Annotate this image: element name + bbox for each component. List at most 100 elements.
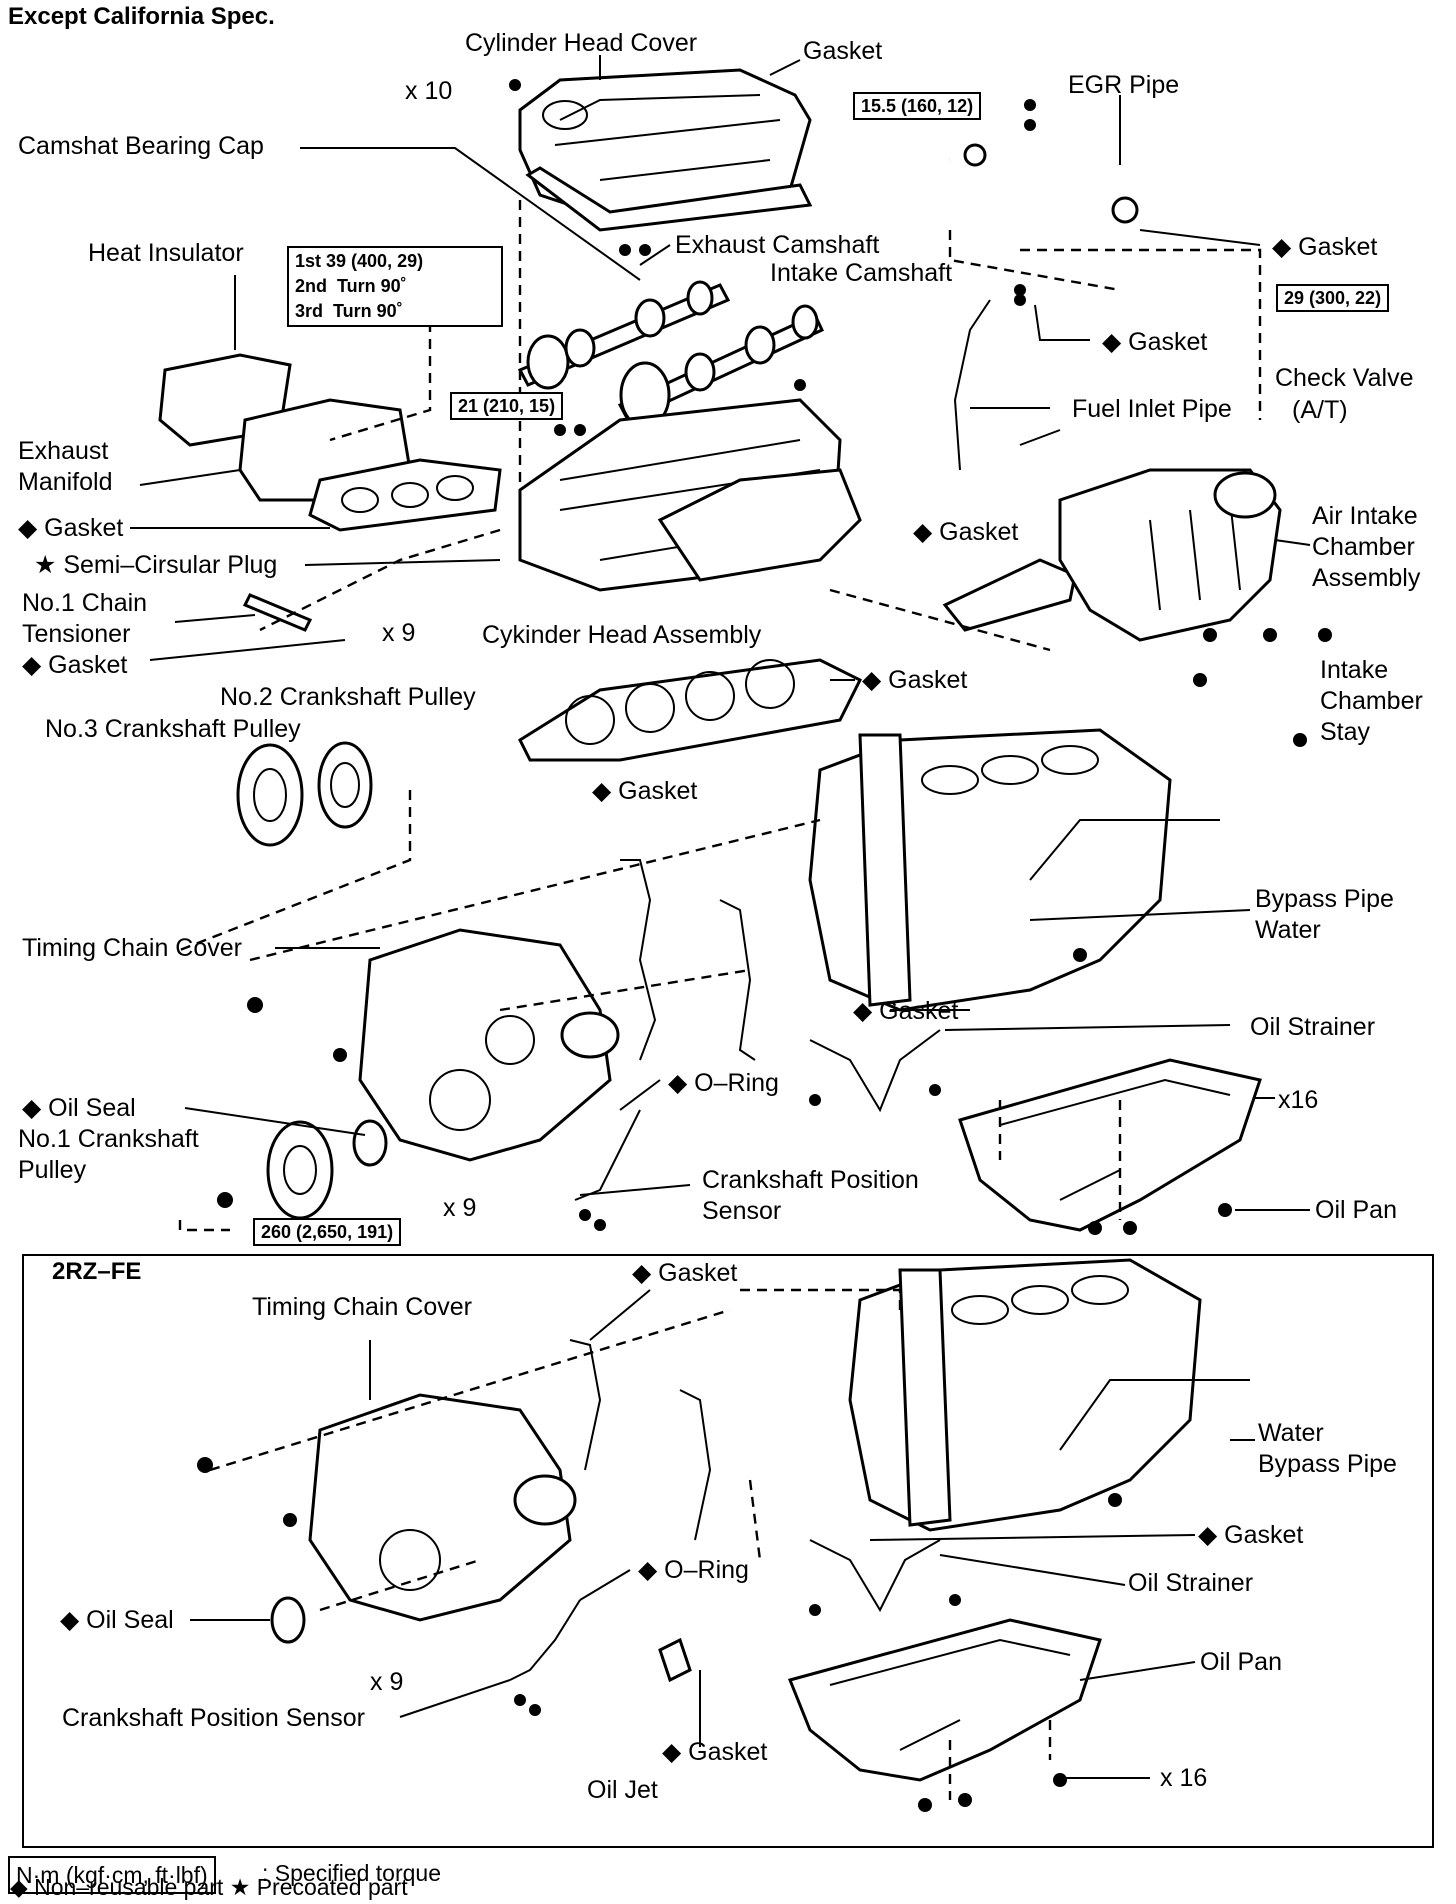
assembly-dashed-lines	[178, 200, 1262, 1800]
torque-head-bolt-3: 3rd Turn 90˚	[295, 301, 403, 321]
torque-fuel-pipe: 29 (300, 22)	[1276, 284, 1390, 312]
label-2rz-o-ring: ◆ O–Ring	[638, 1556, 749, 1584]
crank-sensor-drawing	[574, 1109, 641, 1201]
label-2rz-oil-strainer: Oil Strainer	[1128, 1569, 1254, 1597]
torque-head-bolt: 1st 39 (400, 29) 2nd Turn 90˚ 3rd Turn 90˚	[287, 246, 503, 327]
torque-head-bolt-2: 2nd Turn 90˚	[295, 276, 407, 296]
label-gasket-cover: ◆ Gasket	[592, 777, 698, 805]
label-check-valve-1: Check Valve	[1275, 364, 1414, 392]
oil-seal-drawing	[352, 1119, 388, 1167]
label-air-intake-2: Chamber	[1312, 533, 1415, 561]
label-gasket-egr: ◆ Gasket	[1272, 233, 1378, 261]
label-intake-stay-2: Chamber	[1320, 687, 1423, 715]
label-oil-strainer: Oil Strainer	[1250, 1013, 1376, 1041]
label-gasket-intake: ◆ Gasket	[913, 518, 1019, 546]
label-timing-chain-cover: Timing Chain Cover	[22, 934, 242, 962]
2rz-oil-jet-drawing	[658, 1637, 692, 1683]
label-2rz-gasket-cover: ◆ Gasket	[632, 1259, 738, 1287]
label-intake-camshaft: Intake Camshaft	[770, 259, 953, 287]
label-oil-seal: ◆ Oil Seal	[22, 1094, 136, 1122]
label-no1-crank-pulley-1: No.1 Crankshaft	[18, 1125, 199, 1153]
label-exhaust-manifold-2: Manifold	[18, 468, 113, 496]
label-gasket-head: ◆ Gasket	[862, 666, 968, 694]
label-check-valve-2: (A/T)	[1292, 396, 1348, 424]
label-gasket-exhaust: ◆ Gasket	[18, 514, 124, 542]
label-x9-head: x 9	[382, 619, 416, 647]
label-x16: x16	[1278, 1086, 1319, 1114]
label-gasket-fuel: ◆ Gasket	[1102, 328, 1208, 356]
label-oil-pan: Oil Pan	[1315, 1196, 1397, 1224]
label-exhaust-manifold-1: Exhaust	[18, 437, 109, 465]
label-2rz-timing-chain-cover: Timing Chain Cover	[252, 1293, 472, 1321]
label-2rz-crank-sensor: Crankshaft Position Sensor	[62, 1704, 365, 1732]
section-2rz-fe	[22, 1254, 1434, 1848]
label-heat-insulator: Heat Insulator	[88, 239, 244, 267]
label-gasket-tensioner: ◆ Gasket	[22, 651, 128, 679]
label-exhaust-camshaft: Exhaust Camshaft	[675, 231, 880, 259]
cylinder-head-assembly-drawing	[518, 398, 862, 592]
label-camshaft-bearing-cap: Camshat Bearing Cap	[18, 132, 264, 160]
torque-crank-pulley: 260 (2,650, 191)	[253, 1218, 402, 1246]
label-2rz-water-bypass-2: Bypass Pipe	[1258, 1450, 1397, 1478]
legend-torque-units: N·m (kgf·cm, ft·lbf)	[8, 1856, 216, 1894]
camshafts-drawing	[517, 280, 824, 429]
label-fuel-inlet-pipe: Fuel Inlet Pipe	[1072, 395, 1232, 423]
label-no3-crank-pulley: No.3 Crankshaft Pulley	[45, 715, 301, 743]
label-air-intake-1: Air Intake	[1312, 502, 1418, 530]
torque-camshaft-cap: 21 (210, 15)	[450, 392, 564, 420]
intake-gasket-drawing	[942, 558, 1077, 632]
label-2rz-gasket-strainer: ◆ Gasket	[1198, 1521, 1304, 1549]
fuel-inlet-pipe-drawing	[953, 299, 991, 471]
label-bypass-pipe-1: Bypass Pipe	[1255, 885, 1394, 913]
label-crank-sensor-2: Sensor	[702, 1197, 782, 1225]
2rz-oil-seal-drawing	[270, 1596, 306, 1644]
label-cylinder-head-cover: Cylinder Head Cover	[465, 29, 698, 57]
legend-torque-desc: : Specified torque	[262, 1860, 442, 1886]
pulley-hub	[283, 1145, 317, 1195]
timing-chain-cover-drawing	[358, 928, 620, 1162]
label-egr-pipe: EGR Pipe	[1068, 71, 1180, 99]
label-x9-cover: x 9	[443, 1194, 477, 1222]
label-cylinder-head-assembly: Cykinder Head Assembly	[482, 621, 762, 649]
label-intake-stay-3: Stay	[1320, 718, 1371, 746]
egr-pipe-drawing	[949, 143, 1141, 224]
label-no2-crank-pulley: No.2 Crankshaft Pulley	[220, 683, 476, 711]
section-2rz-title: 2RZ–FE	[52, 1258, 142, 1285]
label-2rz-x9: x 9	[370, 1668, 404, 1696]
oil-pan-drawing	[958, 1058, 1262, 1232]
label-gasket-head-cover: Gasket	[803, 37, 883, 65]
2rz-crank-sensor-drawing	[509, 1599, 581, 1681]
2rz-oil-strainer-drawing	[809, 1539, 941, 1613]
label-o-ring: ◆ O–Ring	[668, 1069, 779, 1097]
2rz-timing-cover-drawing	[308, 1393, 577, 1622]
head-gasket-drawing	[518, 658, 863, 762]
torque-head-bolt-1: 1st 39 (400, 29)	[295, 251, 424, 271]
2rz-engine-block-drawing	[848, 1258, 1250, 1532]
timing-gasket-drawing	[620, 859, 756, 1061]
torque-egr-bolt: 15.5 (160, 12)	[853, 92, 982, 120]
oil-strainer-drawing	[809, 1029, 941, 1113]
label-no1-crank-pulley-2: Pulley	[18, 1156, 87, 1184]
label-2rz-oil-pan: Oil Pan	[1200, 1648, 1282, 1676]
crank-pulleys-drawing	[236, 741, 373, 847]
label-2rz-oil-seal: ◆ Oil Seal	[60, 1606, 174, 1634]
legend-symbols: ◆ Non–reusable part ★ Precoated part	[10, 1874, 408, 1900]
no1-crank-pulley-drawing	[266, 1120, 334, 1220]
leader-lines	[130, 55, 1311, 1779]
label-2rz-water-bypass-1: Water	[1258, 1419, 1324, 1447]
label-chain-tensioner-2: Tensioner	[22, 620, 131, 648]
label-crank-sensor-1: Crankshaft Position	[702, 1166, 919, 1194]
exhaust-manifold-drawing	[238, 398, 502, 532]
bolt-markers	[197, 79, 1332, 1812]
label-2rz-oil-jet: Oil Jet	[587, 1776, 658, 1804]
cylinder-head-cover-drawing	[518, 68, 813, 232]
label-air-intake-3: Assembly	[1312, 564, 1421, 592]
label-intake-stay-1: Intake	[1320, 656, 1389, 684]
label-bypass-pipe-2: Water	[1255, 916, 1321, 944]
label-x10: x 10	[405, 77, 453, 105]
2rz-gaskets-drawing	[569, 1339, 712, 1541]
label-gasket-strainer: ◆ Gasket	[853, 997, 959, 1025]
label-chain-tensioner-1: No.1 Chain	[22, 589, 148, 617]
chain-tensioner-drawing	[242, 593, 313, 632]
